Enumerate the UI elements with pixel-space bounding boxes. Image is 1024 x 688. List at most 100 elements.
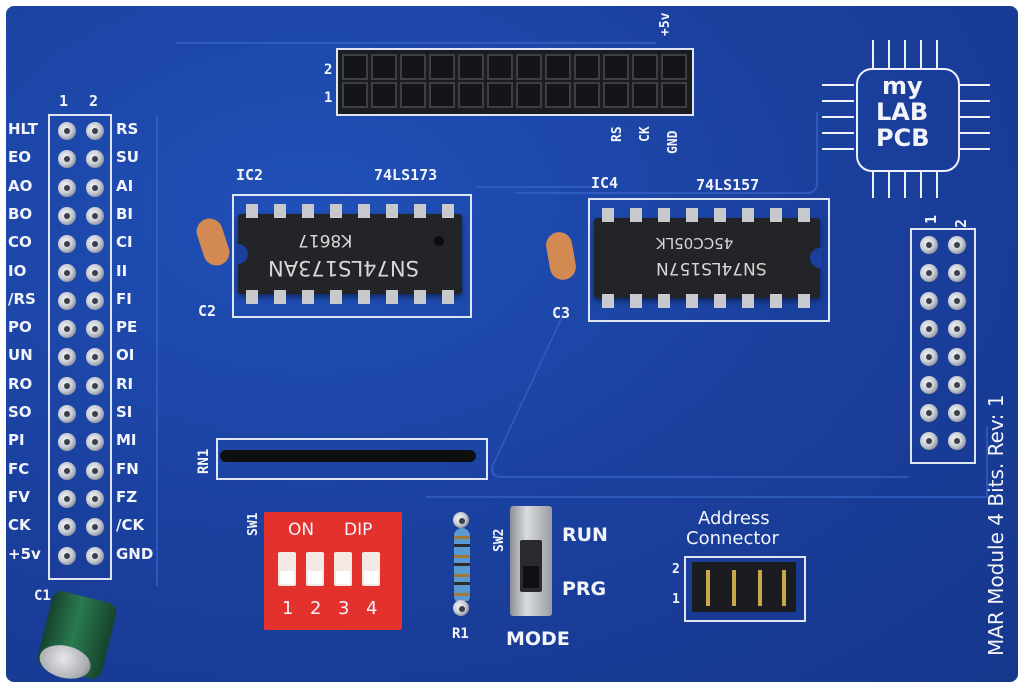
right-header-pin[interactable] <box>920 320 938 338</box>
ic2-pin <box>274 204 286 218</box>
right-header-pin[interactable] <box>948 376 966 394</box>
top-header-socket[interactable] <box>429 54 455 80</box>
left-header-pin[interactable] <box>58 518 76 537</box>
top-header-socket[interactable] <box>632 54 658 80</box>
left-header-pin[interactable] <box>86 348 104 367</box>
right-header-pin[interactable] <box>948 292 966 310</box>
top-header-socket[interactable] <box>516 82 542 108</box>
sw1-num-3: 3 <box>338 598 350 619</box>
right-header-pin[interactable] <box>920 236 938 254</box>
top-header-socket[interactable] <box>371 82 397 108</box>
address-row-2: 2 <box>672 562 680 577</box>
right-header-pin[interactable] <box>920 376 938 394</box>
board-title: MAR Module 4 Bits. Rev: 1 <box>984 394 1008 656</box>
logo-leg-left <box>822 116 854 118</box>
left-header-pin[interactable] <box>86 235 104 254</box>
left-header-pin[interactable] <box>58 489 76 508</box>
left-header-pin[interactable] <box>58 405 76 423</box>
ic2-ref: IC2 <box>236 166 264 184</box>
left-header-pin[interactable] <box>86 405 104 423</box>
top-header-socket[interactable] <box>342 82 368 108</box>
left-header-pin[interactable] <box>86 122 104 140</box>
left-header-pin[interactable] <box>86 206 104 225</box>
left-header-pin[interactable] <box>86 461 104 480</box>
sw2-prg-label: PRG <box>562 578 607 600</box>
top-header-socket[interactable] <box>603 54 629 80</box>
left-header-pin[interactable] <box>58 206 76 225</box>
top-header-socket[interactable] <box>400 54 426 80</box>
right-header-pin[interactable] <box>948 264 966 282</box>
logo-leg-right <box>958 100 990 102</box>
left-header-pin[interactable] <box>86 433 104 452</box>
top-header-socket[interactable] <box>603 82 629 108</box>
left-header-pin[interactable] <box>58 122 76 140</box>
left-header-pin[interactable] <box>86 546 104 565</box>
top-header-socket[interactable] <box>371 54 397 80</box>
ic4-pin <box>630 208 642 222</box>
logo-leg-top <box>888 40 890 68</box>
right-header-pin[interactable] <box>920 432 938 450</box>
c3-capacitor <box>544 230 578 282</box>
left-header-pin[interactable] <box>86 263 104 282</box>
top-header-socket[interactable] <box>632 82 658 108</box>
top-header-socket[interactable] <box>661 54 687 80</box>
left-header-pin[interactable] <box>86 178 104 197</box>
left-header-pin[interactable] <box>58 263 76 282</box>
left-header-pin[interactable] <box>58 546 76 565</box>
top-header-socket[interactable] <box>574 82 600 108</box>
c1-ref: C1 <box>34 588 51 604</box>
sw1-toggle-4[interactable] <box>362 552 380 586</box>
sw2-slide-switch[interactable] <box>510 506 552 616</box>
right-header-pin[interactable] <box>948 432 966 450</box>
ic2-pin <box>246 204 258 218</box>
right-header-pin[interactable] <box>920 404 938 422</box>
top-header-socket[interactable] <box>487 82 513 108</box>
address-connector[interactable] <box>692 562 796 612</box>
top-header-socket[interactable] <box>545 82 571 108</box>
top-header-socket[interactable] <box>545 54 571 80</box>
trace <box>476 186 596 228</box>
top-header-socket[interactable] <box>574 54 600 80</box>
sw1-toggle-1[interactable] <box>278 552 296 586</box>
left-header-pin[interactable] <box>86 376 104 395</box>
left-header-pin[interactable] <box>86 518 104 537</box>
top-header-socket[interactable] <box>400 82 426 108</box>
left-header-label-right: CI <box>116 233 133 252</box>
sw1-toggle-3[interactable] <box>334 552 352 586</box>
right-header-pin[interactable] <box>948 348 966 366</box>
right-header-pin[interactable] <box>920 264 938 282</box>
right-header-pin[interactable] <box>948 320 966 338</box>
left-header-pin[interactable] <box>58 235 76 254</box>
left-header-label-left: PO <box>8 318 32 337</box>
left-header-label-left: IO <box>8 261 27 280</box>
left-header-pin[interactable] <box>58 461 76 480</box>
right-header-pin[interactable] <box>948 404 966 422</box>
left-header-pin[interactable] <box>58 320 76 339</box>
top-header-socket[interactable] <box>516 54 542 80</box>
left-header-pin[interactable] <box>86 489 104 508</box>
top-header-socket[interactable] <box>342 54 368 80</box>
left-header-pin[interactable] <box>86 320 104 339</box>
left-header-pin[interactable] <box>86 150 104 169</box>
mylabpcb-logo <box>856 68 960 172</box>
top-header-socket[interactable] <box>487 54 513 80</box>
left-header-pin[interactable] <box>58 376 76 395</box>
logo-leg-top <box>872 40 874 68</box>
top-header-socket[interactable] <box>661 82 687 108</box>
left-header-pin[interactable] <box>58 348 76 367</box>
sw1-toggle-2[interactable] <box>306 552 324 586</box>
logo-leg-right <box>958 116 990 118</box>
right-header-pin[interactable] <box>920 348 938 366</box>
left-header-pin[interactable] <box>58 150 76 169</box>
left-header-pin[interactable] <box>58 291 76 310</box>
ic2-pin <box>330 204 342 218</box>
top-header-socket[interactable] <box>458 82 484 108</box>
top-header-socket[interactable] <box>429 82 455 108</box>
sw2-ref: SW2 <box>492 528 507 552</box>
top-header-socket[interactable] <box>458 54 484 80</box>
left-header-pin[interactable] <box>86 291 104 310</box>
left-header-pin[interactable] <box>58 178 76 197</box>
left-header-pin[interactable] <box>58 433 76 452</box>
right-header-pin[interactable] <box>948 236 966 254</box>
right-header-pin[interactable] <box>920 292 938 310</box>
